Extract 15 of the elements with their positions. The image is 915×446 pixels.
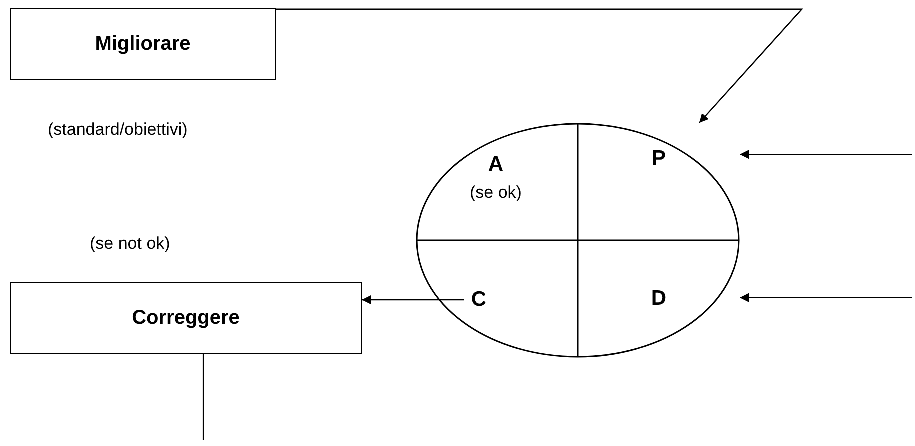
note-text: (se not ok) xyxy=(90,234,170,254)
process-box: Migliorare xyxy=(10,8,276,80)
note-text: (standard/obiettivi) xyxy=(48,120,188,140)
quadrant-letter: A xyxy=(488,153,504,177)
connector-line xyxy=(202,354,204,440)
circle-diagram xyxy=(416,123,740,358)
arrow xyxy=(362,296,464,304)
arrow xyxy=(740,293,912,302)
arrow xyxy=(276,8,804,124)
quadrant-note: (se ok) xyxy=(470,183,522,203)
quadrant-letter: C xyxy=(471,288,487,312)
process-box: Correggere xyxy=(10,282,362,354)
quadrant-letter: D xyxy=(651,287,667,311)
quadrant-letter: P xyxy=(652,147,666,171)
arrow xyxy=(740,150,912,160)
